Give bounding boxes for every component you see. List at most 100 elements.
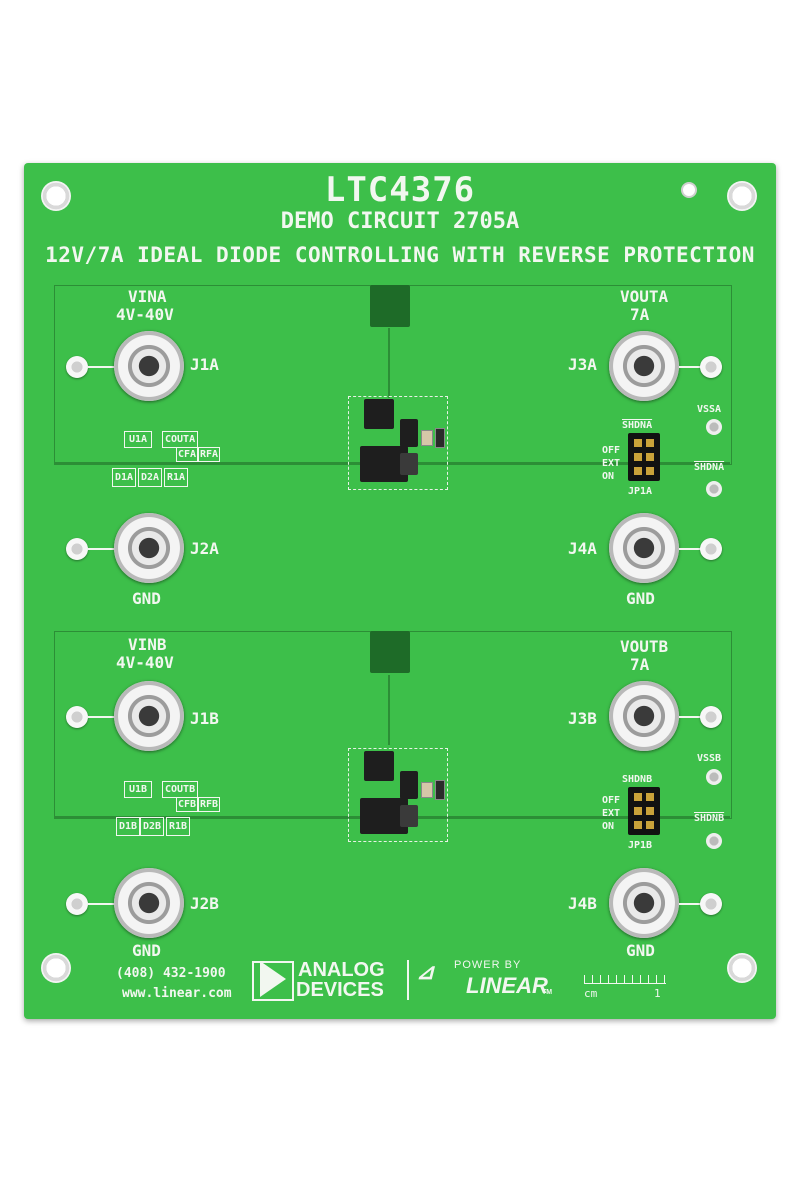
channel-a-j3-jack[interactable] — [609, 331, 679, 401]
channel-a-resistor — [421, 430, 433, 446]
pin — [646, 821, 654, 829]
small-via — [681, 182, 697, 198]
board-title: LTC4376 — [324, 170, 476, 210]
channel-b-jp: JP1B — [628, 840, 653, 851]
channel-a-d1-label: D1A — [112, 468, 137, 487]
board-subtitle: DEMO CIRCUIT 2705A — [280, 209, 520, 234]
channel-a-d2-label: D2A — [138, 468, 163, 487]
channel-b-j3-jack[interactable] — [609, 681, 679, 751]
channel-b-j-gnd-in: J2B — [190, 894, 219, 913]
power-by-text: POWER BY — [454, 959, 522, 971]
channel-b-rf-label: RFB — [198, 797, 221, 812]
channel-a-gnd-in-post[interactable] — [66, 538, 88, 560]
mount-hole-bottom-right — [727, 953, 757, 983]
channel-b-d2-label: D2B — [140, 817, 165, 836]
pin — [646, 807, 654, 815]
channel-b-out-post[interactable] — [700, 706, 722, 728]
pin — [646, 793, 654, 801]
pin — [634, 821, 642, 829]
channel-b-in-post[interactable] — [66, 706, 88, 728]
trace — [88, 903, 118, 905]
devices-text: DEVICES — [296, 979, 384, 1001]
channel-b-j1-jack[interactable] — [114, 681, 184, 751]
channel-b-vin-label: VINB — [128, 635, 167, 654]
channel-a-diode — [400, 419, 418, 447]
channel-b-trace-v — [388, 675, 390, 745]
channel-a-out-post[interactable] — [700, 356, 722, 378]
ruler-cm-label: cm — [584, 987, 598, 1000]
channel-b-u-label: U1B — [124, 781, 153, 798]
channel-a-vss-tp[interactable] — [706, 419, 722, 435]
trace — [88, 366, 118, 368]
channel-a-vss: VSSA — [697, 404, 722, 415]
linear-text: LINEAR — [466, 973, 548, 998]
channel-b-comp-outline — [348, 748, 448, 842]
trace — [679, 548, 709, 550]
analog-text: ANALOG — [298, 959, 385, 981]
channel-a-gnd-right: GND — [626, 589, 655, 608]
channel-b-gnd-in-post[interactable] — [66, 893, 88, 915]
channel-a-on: ON — [602, 471, 615, 482]
channel-b-shdn-tp[interactable] — [706, 833, 722, 849]
channel-a-off: OFF — [602, 445, 621, 456]
pin — [646, 467, 654, 475]
channel-b-vss: VSSB — [697, 753, 722, 764]
trace — [679, 903, 709, 905]
channel-a-j2-jack[interactable] — [114, 513, 184, 583]
phone-number: (408) 432-1900 — [116, 966, 226, 981]
pin — [646, 439, 654, 447]
channel-a-shdn-tp[interactable] — [706, 481, 722, 497]
channel-a-j1-jack[interactable] — [114, 331, 184, 401]
analog-devices-logo — [252, 961, 294, 1001]
pin — [634, 467, 642, 475]
channel-a-jumper[interactable] — [628, 433, 660, 481]
channel-a-top-pad — [370, 285, 410, 327]
channel-a-j-in: J1A — [190, 355, 219, 374]
channel-a-cap-small — [435, 428, 445, 448]
channel-b-diode — [400, 771, 418, 799]
trace — [88, 548, 118, 550]
channel-b-resistor — [421, 782, 433, 798]
channel-a-vin-label: VINA — [128, 287, 167, 306]
channel-b-jumper[interactable] — [628, 787, 660, 835]
analog-triangle-icon — [260, 961, 286, 997]
logo-divider — [407, 960, 409, 1000]
channel-b-on: ON — [602, 821, 615, 832]
tm-text: TM — [542, 989, 553, 996]
channel-b-j2-jack[interactable] — [114, 868, 184, 938]
mount-hole-bottom-left — [41, 953, 71, 983]
channel-b-ext: EXT — [602, 808, 621, 819]
channel-b-off: OFF — [602, 795, 621, 806]
channel-a-gnd-left: GND — [132, 589, 161, 608]
channel-a-u-label: U1A — [124, 431, 153, 448]
channel-a-ext: EXT — [602, 458, 621, 469]
linear-lt-icon: ⊿ — [416, 960, 435, 985]
channel-a-j-gnd-out: J4A — [568, 539, 597, 558]
channel-b-shdn-label: SHDNB — [622, 774, 653, 785]
channel-b-j-gnd-out: J4B — [568, 894, 597, 913]
channel-b-shdn-tp-label: SHDNB — [694, 813, 725, 824]
pcb-board: LTC4376 DEMO CIRCUIT 2705A 12V/7A IDEAL … — [24, 163, 776, 1019]
channel-a-shdn-label: SHDNA — [622, 420, 653, 431]
channel-a-comp-outline — [348, 396, 448, 490]
channel-a-trace-v — [388, 328, 390, 398]
channel-b-j4-jack[interactable] — [609, 868, 679, 938]
channel-b-ic — [364, 751, 394, 781]
channel-b-cap — [400, 805, 418, 827]
channel-a-gnd-out-post[interactable] — [700, 538, 722, 560]
channel-b-gnd-right: GND — [626, 941, 655, 960]
channel-a-j4-jack[interactable] — [609, 513, 679, 583]
channel-b-j-in: J1B — [190, 709, 219, 728]
mount-hole-top-left — [41, 181, 71, 211]
channel-b-r-label: R1B — [166, 817, 191, 836]
channel-a-in-post[interactable] — [66, 356, 88, 378]
channel-a-mosfet-1 — [360, 446, 386, 482]
channel-b-j-out: J3B — [568, 709, 597, 728]
channel-b-gnd-out-post[interactable] — [700, 893, 722, 915]
channel-b-vss-tp[interactable] — [706, 769, 722, 785]
cm-ruler — [584, 971, 666, 984]
board-description: 12V/7A IDEAL DIODE CONTROLLING WITH REVE… — [45, 243, 755, 267]
channel-a-vout-label: VOUTA — [620, 287, 669, 306]
channel-a-jp: JP1A — [628, 486, 653, 497]
channel-b-gnd-left: GND — [132, 941, 161, 960]
